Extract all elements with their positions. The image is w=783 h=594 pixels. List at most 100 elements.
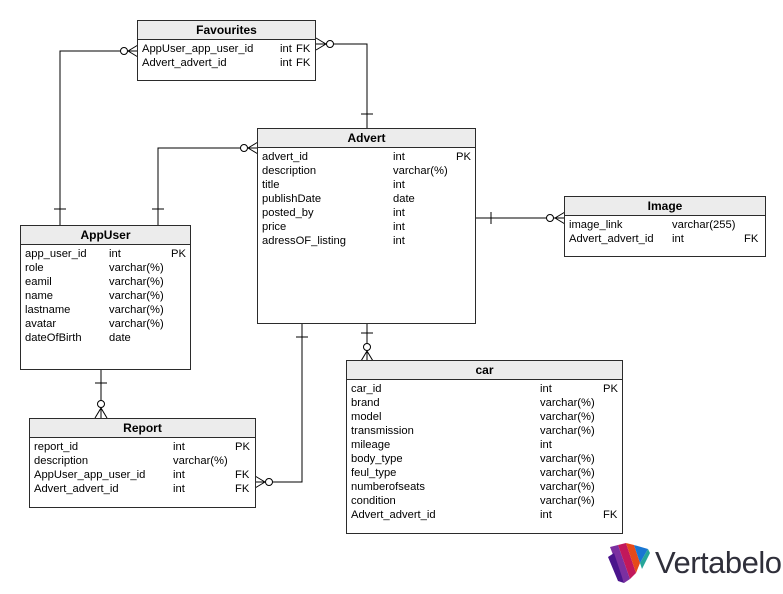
- table-row[interactable]: Advert_advert_id int FK: [142, 56, 311, 70]
- column-type: varchar(%): [540, 495, 595, 507]
- column-key: PK: [171, 248, 186, 260]
- column-name: mileage: [351, 439, 391, 451]
- column-type: varchar(%): [173, 455, 228, 467]
- column-name: feul_type: [351, 467, 397, 479]
- column-type: int: [280, 43, 292, 55]
- table-row[interactable]: numberofseats varchar(%): [351, 480, 618, 494]
- relation-advert-report: [255, 323, 303, 483]
- column-name: image_link: [569, 219, 623, 231]
- column-type: varchar(%): [109, 318, 164, 330]
- table-favourites[interactable]: Favourites AppUser_app_user_id int FK Ad…: [137, 20, 316, 81]
- table-row[interactable]: body_type varchar(%): [351, 452, 618, 466]
- table-row[interactable]: avatar varchar(%): [25, 317, 186, 331]
- column-type: varchar(%): [393, 165, 448, 177]
- column-name: lastname: [25, 304, 71, 316]
- column-key: FK: [296, 43, 311, 55]
- column-type: date: [109, 332, 131, 344]
- column-name: name: [25, 290, 53, 302]
- column-type: int: [393, 221, 405, 233]
- column-type: int: [540, 509, 552, 521]
- table-row[interactable]: role varchar(%): [25, 261, 186, 275]
- column-key: FK: [235, 483, 250, 495]
- column-key: FK: [603, 509, 618, 521]
- vertabelo-logo: Vertabelo: [608, 543, 782, 585]
- column-name: posted_by: [262, 207, 314, 219]
- column-type: int: [173, 483, 185, 495]
- column-name: report_id: [34, 441, 79, 453]
- column-key: FK: [744, 233, 759, 245]
- table-row[interactable]: posted_by int: [262, 206, 471, 220]
- table-title: Image: [565, 197, 765, 216]
- column-name: avatar: [25, 318, 57, 330]
- table-title: Advert: [258, 129, 475, 148]
- column-key: FK: [235, 469, 250, 481]
- table-row[interactable]: title int: [262, 178, 471, 192]
- column-type: int: [393, 207, 405, 219]
- column-name: body_type: [351, 453, 403, 465]
- column-type: date: [393, 193, 415, 205]
- column-name: Advert_advert_id: [569, 233, 654, 245]
- column-name: Advert_advert_id: [34, 483, 119, 495]
- column-name: adressOF_listing: [262, 235, 346, 247]
- table-title: car: [347, 361, 622, 380]
- relation-appuser-advert: [157, 147, 258, 225]
- table-row[interactable]: description varchar(%): [262, 164, 471, 178]
- relation-favourites-advert: [316, 43, 368, 129]
- column-name: publishDate: [262, 193, 322, 205]
- table-row[interactable]: Advert_advert_id int FK: [351, 508, 618, 522]
- column-name: numberofseats: [351, 481, 426, 493]
- column-type: varchar(%): [109, 262, 164, 274]
- column-type: varchar(%): [540, 425, 595, 437]
- column-name: model: [351, 411, 382, 423]
- column-name: eamil: [25, 276, 52, 288]
- table-row[interactable]: Advert_advert_id int FK: [569, 232, 761, 246]
- logo-text: Vertabelo: [655, 545, 782, 580]
- table-title: AppUser: [21, 226, 190, 245]
- column-type: int: [173, 469, 185, 481]
- table-row[interactable]: feul_type varchar(%): [351, 466, 618, 480]
- column-type: varchar(%): [540, 453, 595, 465]
- table-row[interactable]: AppUser_app_user_id int FK: [142, 42, 311, 56]
- vertabelo-mark-icon: [608, 543, 650, 583]
- column-type: int: [109, 248, 121, 260]
- column-name: dateOfBirth: [25, 332, 82, 344]
- column-name: description: [262, 165, 317, 177]
- table-row[interactable]: lastname varchar(%): [25, 303, 186, 317]
- column-type: int: [672, 233, 684, 245]
- table-row[interactable]: publishDate date: [262, 192, 471, 206]
- table-row[interactable]: dateOfBirth date: [25, 331, 186, 345]
- column-name: Advert_advert_id: [351, 509, 436, 521]
- table-row[interactable]: Advert_advert_id int FK: [34, 482, 251, 496]
- column-name: role: [25, 262, 44, 274]
- column-key: PK: [456, 151, 471, 163]
- column-type: varchar(%): [540, 481, 595, 493]
- column-type: varchar(%): [540, 467, 595, 479]
- column-type: int: [280, 57, 292, 69]
- column-type: int: [393, 179, 405, 191]
- column-name: advert_id: [262, 151, 309, 163]
- column-type: varchar(%): [109, 304, 164, 316]
- column-name: title: [262, 179, 280, 191]
